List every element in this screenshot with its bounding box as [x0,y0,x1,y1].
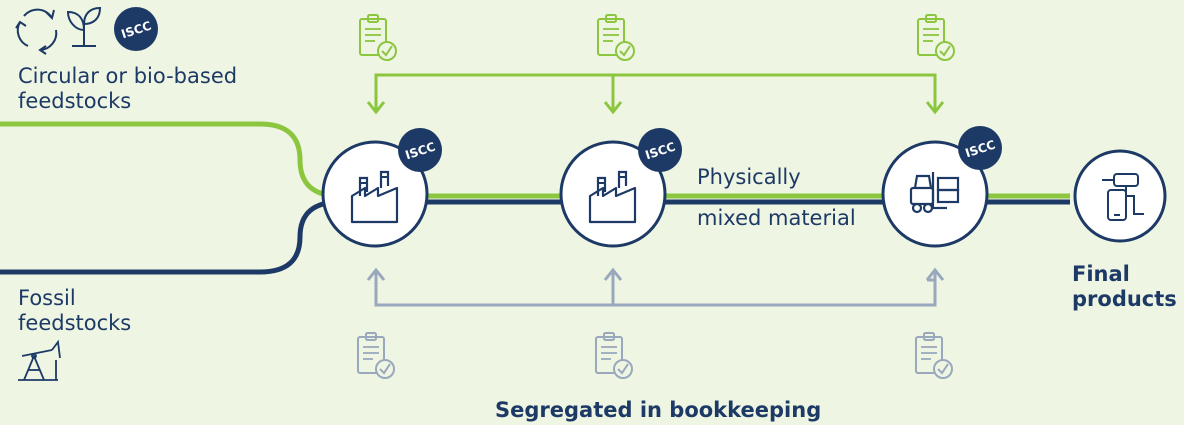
process-node-3 [881,140,989,248]
mixed-label-line2: mixed material [697,206,856,230]
iscc-badge: ISCC [638,128,682,172]
mixed-label-line1: Physically [697,165,801,189]
bottom-connector [366,267,945,307]
bio-feedstock-label: Circular or bio-based feedstocks [18,64,238,113]
recycle-icon [15,8,58,55]
clipboard-check-icon [357,332,395,379]
clipboard-check-icon [915,332,953,379]
final-node [1073,149,1167,243]
iscc-badge: ISCC [398,128,442,172]
bookkeeping-label: Segregated in bookkeeping [495,398,822,422]
process-node-1 [321,140,429,248]
top-connector [366,73,945,115]
forklift-icon [909,172,960,214]
sprout-icon [66,6,102,47]
clipboard-check-icon [359,14,397,61]
drill-phone-icon [1102,173,1144,221]
clipboard-check-icon [917,14,955,61]
oil-pump-icon [18,339,61,381]
clipboard-check-icon [597,14,635,61]
iscc-badge: ISCC [114,7,158,51]
clipboard-check-icon [595,332,633,379]
fossil-feedstock-label: Fossil feedstocks [18,286,132,335]
process-node-2 [559,140,667,248]
iscc-badge: ISCC [958,126,1002,170]
final-products-label: Final products [1072,262,1177,311]
